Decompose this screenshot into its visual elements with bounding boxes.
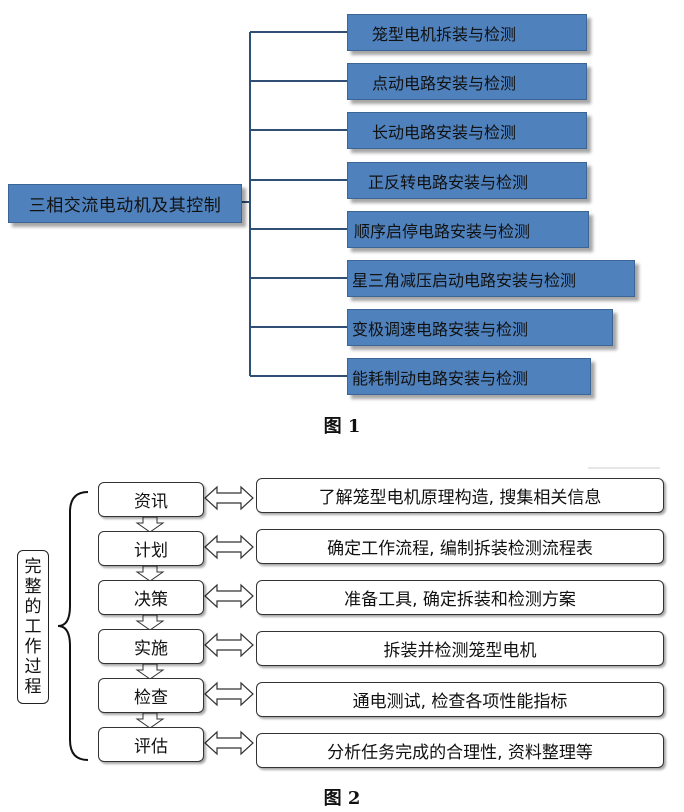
double-arrow — [204, 681, 254, 707]
branch-label: 能耗制动电路安装与检测 — [352, 368, 529, 388]
branch-box-8: 能耗制动电路安装与检测 — [347, 358, 591, 395]
branch-label: 长动电路安装与检测 — [372, 122, 517, 142]
step-label: 决策 — [134, 590, 168, 610]
double-arrow — [204, 583, 254, 609]
branch-label: 变极调速电路安装与检测 — [352, 319, 529, 339]
down-arrow — [135, 712, 165, 729]
step-description: 确定工作流程, 编制拆装检测流程表 — [327, 539, 593, 559]
down-arrow — [135, 565, 165, 582]
branch-label: 顺序启停电路安装与检测 — [354, 221, 531, 241]
step-label: 评估 — [134, 737, 168, 757]
desc-box-jihua: 确定工作流程, 编制拆装检测流程表 — [256, 529, 664, 564]
desc-box-jiancha: 通电测试, 检查各项性能指标 — [256, 682, 664, 717]
vertical-char: 作 — [24, 637, 42, 657]
vertical-char: 工 — [24, 617, 42, 637]
step-box-jihua: 计划 — [98, 531, 204, 566]
branch-box-6: 星三角减压启动电路安装与检测 — [347, 260, 635, 297]
branch-box-2: 点动电路安装与检测 — [347, 63, 587, 100]
branch-label: 点动电路安装与检测 — [372, 73, 517, 93]
desc-box-juece: 准备工具, 确定拆装和检测方案 — [256, 580, 664, 615]
step-description: 了解笼型电机原理构造, 搜集相关信息 — [318, 488, 602, 508]
vertical-char: 整 — [24, 577, 42, 597]
step-description: 拆装并检测笼型电机 — [383, 641, 537, 661]
figure2-connectors — [57, 467, 660, 761]
desc-box-pinggu: 分析任务完成的合理性, 资料整理等 — [256, 733, 664, 768]
step-box-jiancha: 检查 — [98, 678, 204, 713]
branch-label: 正反转电路安装与检测 — [368, 172, 529, 192]
double-arrow — [204, 632, 254, 658]
curly-brace — [57, 491, 89, 761]
step-box-pinggu: 评估 — [98, 727, 204, 762]
root-topic-box: 三相交流电动机及其控制 — [8, 184, 242, 223]
vertical-char: 完 — [24, 557, 42, 577]
down-arrow — [135, 614, 165, 631]
branch-box-1: 笼型电机拆装与检测 — [347, 14, 587, 51]
figure1-connector-lines — [240, 31, 347, 377]
figure2-caption: 图 2 — [323, 788, 361, 809]
branch-label: 星三角减压启动电路安装与检测 — [352, 270, 577, 290]
step-description: 准备工具, 确定拆装和检测方案 — [344, 590, 576, 610]
vertical-title-box: 完 整 的 工 作 过 程 — [17, 550, 49, 704]
step-label: 资讯 — [134, 492, 168, 512]
double-arrow — [204, 534, 254, 560]
vertical-char: 程 — [24, 677, 42, 697]
step-description: 分析任务完成的合理性, 资料整理等 — [327, 743, 593, 763]
step-box-zixun: 资讯 — [98, 482, 204, 517]
root-topic-label: 三相交流电动机及其控制 — [28, 196, 222, 216]
desc-box-shishi: 拆装并检测笼型电机 — [256, 631, 664, 666]
branch-box-4: 正反转电路安装与检测 — [347, 162, 587, 199]
branch-box-3: 长动电路安装与检测 — [347, 112, 587, 149]
vertical-char: 的 — [24, 597, 42, 617]
down-arrow — [135, 663, 165, 680]
branch-box-7: 变极调速电路安装与检测 — [347, 309, 613, 346]
step-label: 计划 — [134, 541, 168, 561]
vertical-char: 过 — [24, 657, 42, 677]
branch-label: 笼型电机拆装与检测 — [372, 24, 517, 44]
step-description: 通电测试, 检查各项性能指标 — [352, 692, 568, 712]
figure1-caption: 图 1 — [323, 416, 361, 437]
step-box-shishi: 实施 — [98, 629, 204, 664]
down-arrow — [135, 516, 165, 533]
double-arrow — [204, 730, 254, 756]
step-label: 检查 — [134, 688, 168, 708]
step-label: 实施 — [134, 639, 168, 659]
step-box-juece: 决策 — [98, 580, 204, 615]
desc-box-zixun: 了解笼型电机原理构造, 搜集相关信息 — [256, 478, 664, 513]
double-arrow — [204, 485, 254, 511]
branch-box-5: 顺序启停电路安装与检测 — [347, 211, 589, 248]
